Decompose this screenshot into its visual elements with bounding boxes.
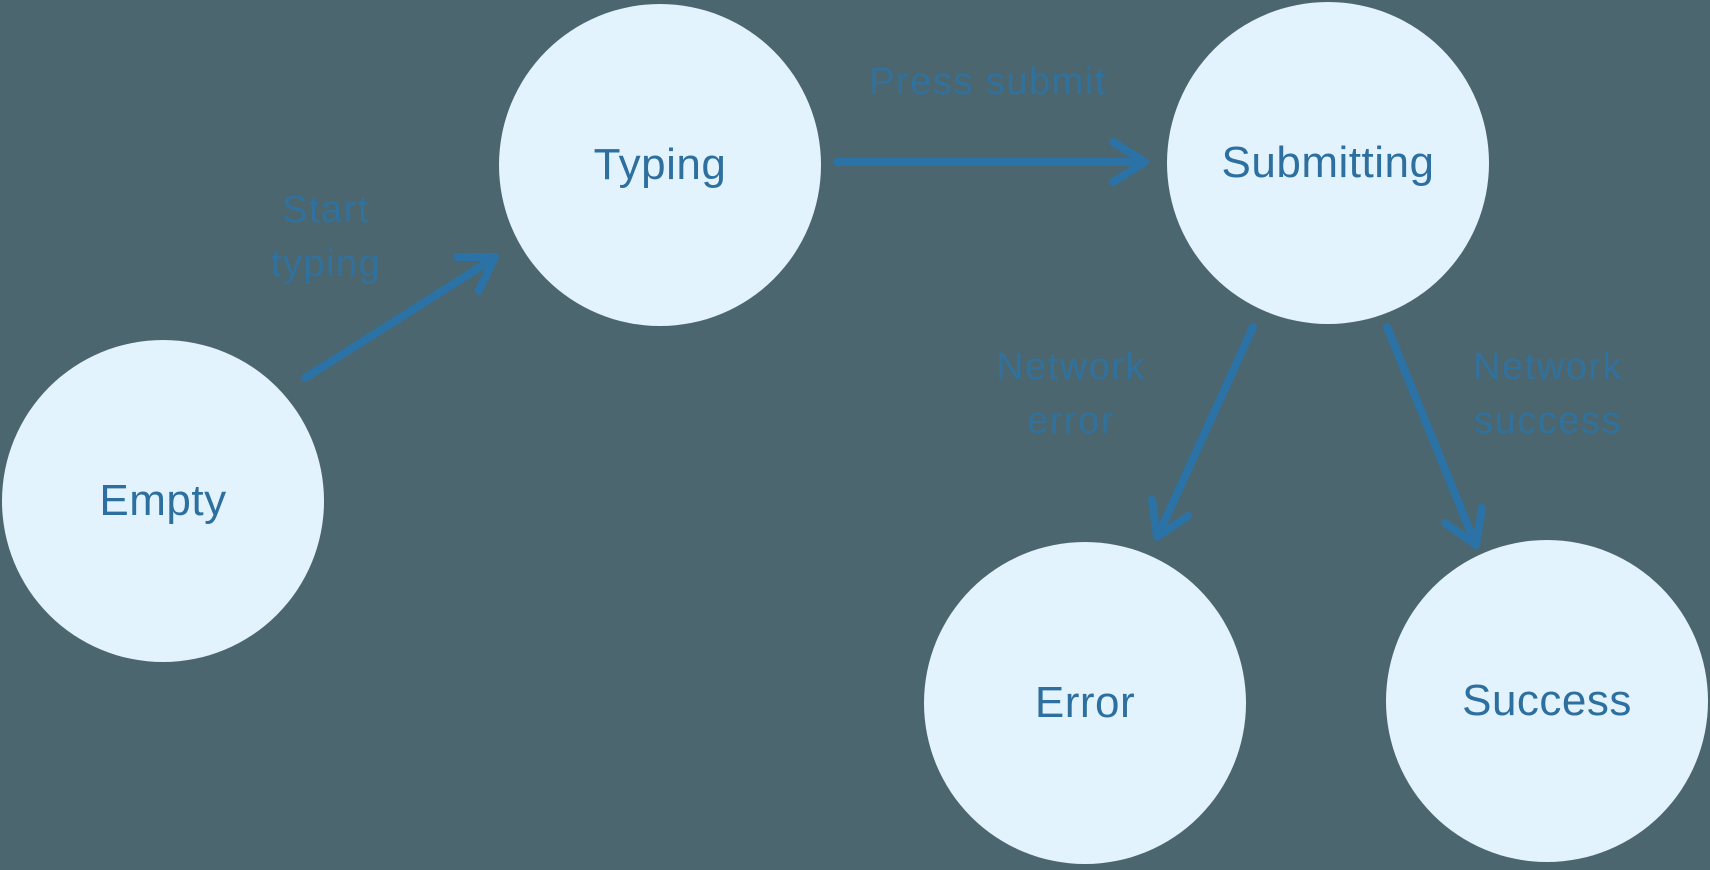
edge-label-start-typing: Start typing xyxy=(271,183,381,291)
state-node-empty-label: Empty xyxy=(99,476,227,525)
edge-label-line: Press submit xyxy=(869,61,1107,103)
edge-label-line: Start xyxy=(282,189,370,231)
edge-line-submitting-success xyxy=(1383,323,1475,537)
state-node-success: Success xyxy=(1386,540,1708,862)
edge-label-network-error: Network error xyxy=(996,340,1146,448)
edge-submitting-to-error xyxy=(1148,323,1257,541)
edge-submitting-to-success xyxy=(1383,323,1486,549)
arrowhead-submitting-success xyxy=(1441,504,1486,549)
state-node-submitting: Submitting xyxy=(1167,2,1489,324)
edge-label-line: typing xyxy=(270,243,382,285)
edge-line-submitting-error xyxy=(1157,323,1257,533)
edge-label-line: Network xyxy=(996,346,1146,388)
edge-label-line: error xyxy=(1027,400,1115,442)
state-node-empty: Empty xyxy=(2,340,324,662)
edge-typing-to-submitting xyxy=(833,138,1149,186)
state-node-success-label: Success xyxy=(1462,676,1632,725)
arrowhead-typing-submitting xyxy=(1109,138,1149,186)
edge-label-network-success: Network success xyxy=(1473,340,1623,448)
state-node-submitting-label: Submitting xyxy=(1221,138,1435,187)
edge-empty-to-typing xyxy=(301,253,499,382)
edge-label-line: Network xyxy=(1473,346,1623,388)
state-node-error: Error xyxy=(924,542,1246,864)
arrowhead-submitting-error xyxy=(1148,496,1192,541)
edge-label-press-submit: Press submit xyxy=(869,55,1107,109)
state-node-typing: Typing xyxy=(499,4,821,326)
state-node-typing-label: Typing xyxy=(593,140,727,189)
state-node-error-label: Error xyxy=(1034,678,1136,727)
edge-label-line: success xyxy=(1474,400,1622,442)
edge-line-empty-typing xyxy=(301,258,492,382)
arrowhead-empty-typing xyxy=(453,253,499,295)
